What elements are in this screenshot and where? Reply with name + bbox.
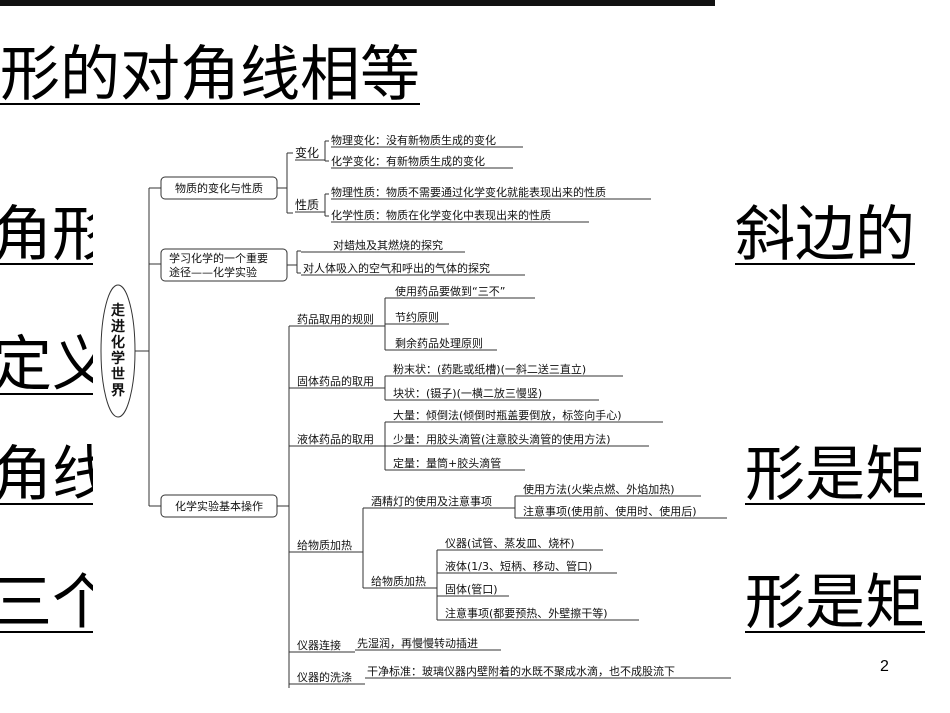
solid-powder: 粉末状：(药匙或纸槽)(一斜二送三直立): [393, 362, 586, 376]
physical-property: 物理性质：物质不需要通过化学变化就能表现出来的性质: [331, 185, 606, 199]
heat-instruments: 仪器(试管、蒸发皿、烧杯): [445, 536, 575, 550]
candle-inquiry: 对蜡烛及其燃烧的探究: [333, 238, 443, 252]
root-char-3: 化: [111, 334, 125, 351]
breath-inquiry: 对人体吸入的空气和呼出的气体的探究: [303, 261, 490, 275]
root-char-2: 进: [111, 319, 125, 335]
drug-rules-connectors: [295, 297, 393, 351]
liquid-label: 液体药品的取用: [297, 432, 374, 446]
branch-2-label-1: 学习化学的一个重要: [169, 251, 268, 265]
branch-1-label: 物质的变化与性质: [175, 181, 263, 195]
lamp-notes: 注意事项(使用前、使用时、使用后): [523, 504, 697, 518]
bianhua-connectors: [295, 140, 329, 162]
lamp-usage: 使用方法(火柴点燃、外焰加热): [523, 482, 675, 496]
lamp-connectors: [369, 495, 521, 519]
mind-map-figure: 走 进 化 学 世 界 物质的变化与性质 变化 物理变化：没有新物质生成的变化 …: [93, 128, 733, 688]
branch-1-connectors: [277, 152, 293, 214]
root-char-1: 走: [111, 303, 126, 319]
wash-label: 仪器的洗涤: [297, 670, 352, 684]
root-char-4: 学: [111, 350, 125, 367]
wash-standard: 干净标准：玻璃仪器内壁附着的水既不聚成水滴，也不成股流下: [367, 664, 675, 678]
page-number: 2: [880, 658, 889, 675]
chemical-change: 化学变化：有新物质生成的变化: [331, 154, 485, 168]
heat-label: 给物质加热: [371, 574, 426, 588]
liquid-large: 大量：倾倒法(倾倒时瓶盖要倒放，标签向手心): [393, 408, 622, 422]
physical-change: 物理变化：没有新物质生成的变化: [331, 133, 496, 147]
solid-label: 固体药品的取用: [297, 374, 374, 388]
rule-leftover: 剩余药品处理原则: [395, 336, 483, 350]
solid-connectors: [295, 375, 391, 401]
xingzhi-connectors: [295, 193, 329, 217]
root-connectors: [135, 187, 161, 507]
bianhua-label: 变化: [295, 145, 319, 160]
branch-3-connectors: [277, 325, 295, 688]
drug-rules-label: 药品取用的规则: [297, 312, 374, 326]
xingzhi-label: 性质: [295, 198, 319, 212]
background-line-4-right: 形是矩: [745, 440, 925, 510]
chemical-property: 化学性质：物质在化学变化中表现出来的性质: [331, 208, 551, 222]
root-char-6: 界: [111, 383, 126, 399]
root-char-5: 世: [111, 366, 125, 383]
branch-2-connectors: [287, 250, 301, 274]
heat-liquid: 液体(1/3、短柄、移动、管口): [445, 559, 592, 573]
lamp-label: 酒精灯的使用及注意事项: [371, 494, 492, 508]
heat-connectors: [369, 549, 443, 621]
heating-label: 给物质加热: [297, 538, 352, 552]
liquid-connectors: [295, 421, 391, 471]
background-line-2-right: 斜边的: [735, 200, 915, 270]
heating-connectors: [295, 507, 369, 589]
branch-2-label-2: 途径——化学实验: [169, 265, 257, 279]
liquid-small: 少量：用胶头滴管(注意胶头滴管的使用方法): [393, 432, 611, 446]
rule-saving: 节约原则: [395, 311, 439, 324]
top-bar: [0, 0, 715, 6]
background-line-5-right: 形是矩: [745, 568, 925, 638]
connect-label: 仪器连接: [297, 639, 341, 652]
rule-three-no: 使用药品要做到“三不”: [395, 284, 505, 298]
heat-solid: 固体(管口): [445, 582, 498, 596]
background-line-1: 形的对角线相等: [0, 40, 420, 110]
connect-method: 先湿润，再慢慢转动插进: [357, 636, 478, 650]
branch-3-label: 化学实验基本操作: [175, 499, 263, 513]
heat-notes: 注意事项(都要预热、外壁擦干等): [445, 606, 608, 620]
solid-block: 块状：(镊子)(一横二放三慢竖): [393, 386, 542, 400]
liquid-quantitative: 定量：量筒+胶头滴管: [393, 456, 501, 470]
